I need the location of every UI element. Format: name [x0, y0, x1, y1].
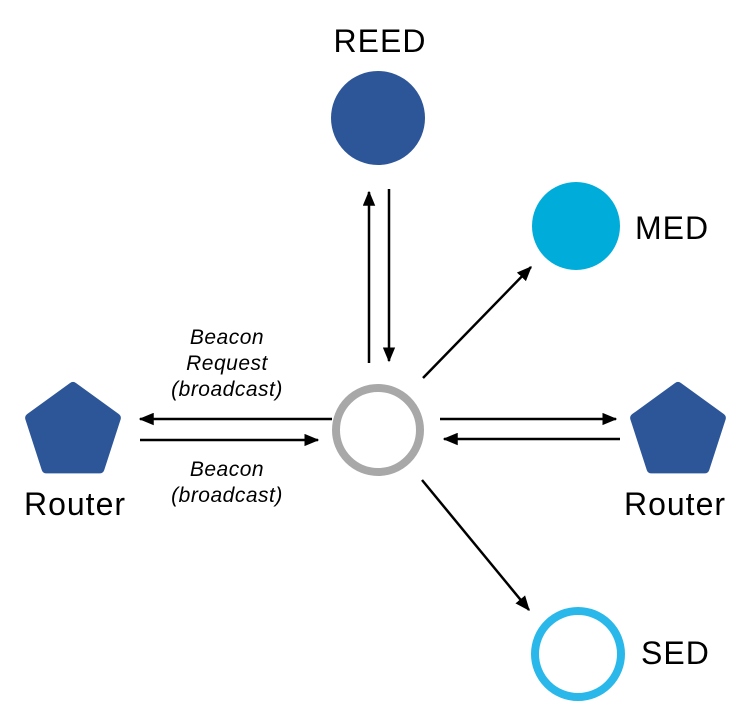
beacon-request-label-line1: Beacon — [190, 326, 264, 349]
med-node-label: MED — [635, 210, 709, 246]
beacon-request-label-line2: Request — [186, 352, 268, 375]
beacon-label-line2: (broadcast) — [171, 484, 283, 507]
router-left-node-label: Router — [24, 486, 126, 522]
router-right-node-label: Router — [624, 486, 726, 522]
med-node-circle — [532, 182, 620, 270]
center-node-circle — [332, 384, 424, 476]
beacon-label-line1: Beacon — [190, 458, 264, 481]
reed-node-label: REED — [334, 23, 427, 59]
router-left-node-pentagon — [25, 382, 121, 474]
sed-node-label: SED — [641, 635, 710, 671]
beacon-request-label-line3: (broadcast) — [171, 378, 283, 401]
reed-node-circle — [331, 71, 425, 165]
sed-node-circle — [531, 607, 625, 701]
router-right-node-pentagon — [630, 382, 726, 474]
arrow-center-to-sed — [421, 479, 530, 611]
arrow-center-to-med — [422, 266, 532, 379]
